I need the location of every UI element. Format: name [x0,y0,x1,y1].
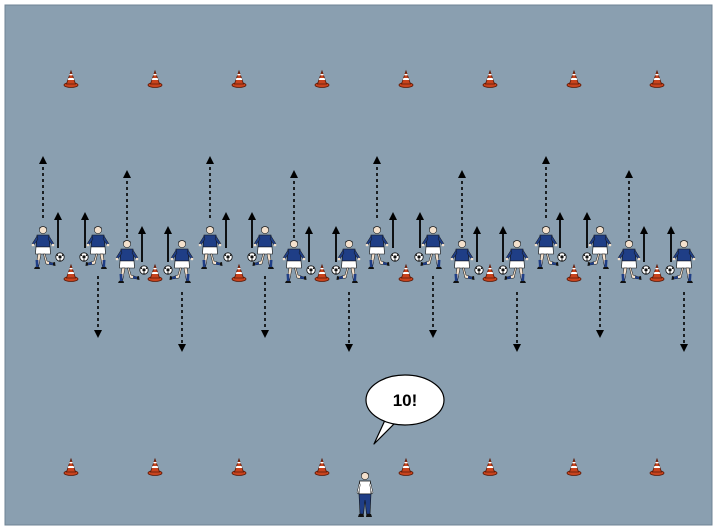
ball [641,265,651,275]
coach-speech-bubble: 10! [365,374,445,445]
ball [498,265,508,275]
coach-callout-text: 10! [393,391,418,410]
ball [79,252,89,262]
ball [414,252,424,262]
ball [139,265,149,275]
ball [665,265,675,275]
ball [557,252,567,262]
solid-short-arrows [54,212,675,262]
ball [55,252,65,262]
ball [247,252,257,262]
ball [163,265,173,275]
ball [582,252,592,262]
ball [474,265,484,275]
ball [306,265,316,275]
dashed-down-arrows [94,276,688,352]
dashed-up-arrows [39,156,633,238]
ball [223,252,233,262]
ball [390,252,400,262]
ball [331,265,341,275]
